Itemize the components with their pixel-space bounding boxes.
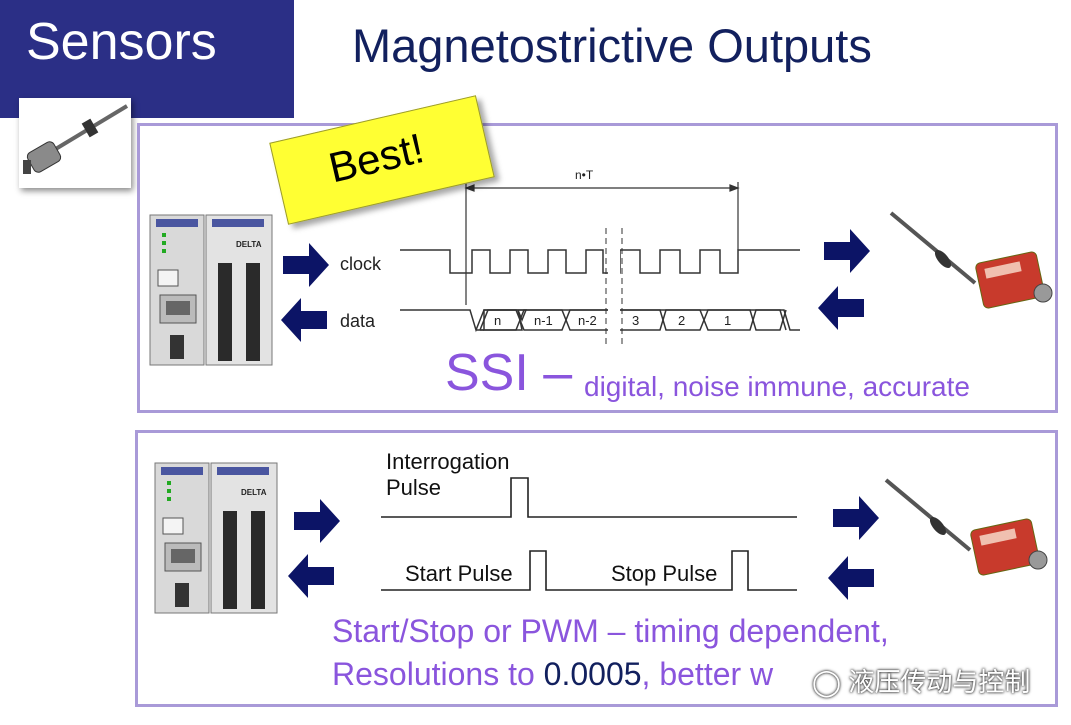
section-title: Sensors bbox=[26, 13, 217, 71]
data-frame-label: 1 bbox=[724, 313, 732, 328]
resolution-value: 0.0005 bbox=[543, 656, 642, 692]
data-frame-label: n-2 bbox=[578, 313, 597, 328]
start-stop-waveform bbox=[381, 550, 797, 591]
start-pulse-label: Start Pulse bbox=[405, 561, 513, 586]
data-frame-label: 3 bbox=[632, 313, 640, 328]
clock-waveform bbox=[400, 249, 800, 274]
interrogation-label: Interrogation Pulse bbox=[386, 449, 510, 501]
data-frame-label: n-1 bbox=[534, 313, 553, 328]
arrow-right-icon bbox=[833, 496, 879, 540]
timing-label: n•T bbox=[575, 168, 594, 182]
controller-brand-label: DELTA bbox=[236, 240, 262, 249]
break-gap bbox=[608, 230, 620, 342]
ssi-title: SSI – bbox=[445, 344, 573, 402]
ssi-description: digital, noise immune, accurate bbox=[584, 371, 970, 402]
slide-title: Magnetostrictive Outputs bbox=[352, 19, 872, 72]
controller-device-bottom bbox=[154, 462, 278, 614]
resolution-suffix: , better w bbox=[641, 656, 774, 692]
arrow-left-icon bbox=[288, 554, 334, 598]
data-label: data bbox=[340, 311, 376, 331]
watermark-text: 液压传动与控制 bbox=[848, 667, 1031, 697]
pwm-description-line2: Resolutions to 0.0005, better w bbox=[332, 656, 773, 693]
arrow-right-icon bbox=[824, 229, 870, 273]
wechat-icon: ◯ bbox=[812, 667, 842, 697]
sensor-image bbox=[23, 104, 129, 174]
sensor-device-bottom bbox=[884, 478, 1049, 578]
interrogation-label-line1: Interrogation bbox=[386, 449, 510, 474]
watermark: ◯ 液压传动与控制 bbox=[812, 662, 1030, 699]
arrow-right-icon bbox=[283, 243, 329, 287]
data-frame-label: 2 bbox=[678, 313, 686, 328]
arrow-left-icon bbox=[281, 298, 327, 342]
timing-dimension bbox=[464, 182, 740, 305]
arrow-left-icon bbox=[818, 286, 864, 330]
controller-device-top bbox=[149, 214, 273, 366]
sensor-thumbnail bbox=[19, 98, 131, 188]
pwm-description-line1: Start/Stop or PWM – timing dependent, bbox=[332, 613, 889, 649]
resolution-prefix: Resolutions to bbox=[332, 656, 544, 692]
controller-brand-label: DELTA bbox=[241, 488, 267, 497]
clock-label: clock bbox=[340, 254, 382, 274]
data-waveform bbox=[400, 309, 800, 333]
sensor-device-top bbox=[889, 211, 1054, 311]
data-frame-label: n bbox=[494, 313, 502, 328]
arrow-left-icon bbox=[828, 556, 874, 600]
interrogation-label-line2: Pulse bbox=[386, 475, 442, 500]
interrogation-waveform bbox=[381, 477, 797, 518]
best-badge-text: Best! bbox=[324, 124, 429, 192]
arrow-right-icon bbox=[294, 499, 340, 543]
pwm-panel bbox=[135, 430, 1058, 707]
stop-pulse-label: Stop Pulse bbox=[611, 561, 718, 586]
